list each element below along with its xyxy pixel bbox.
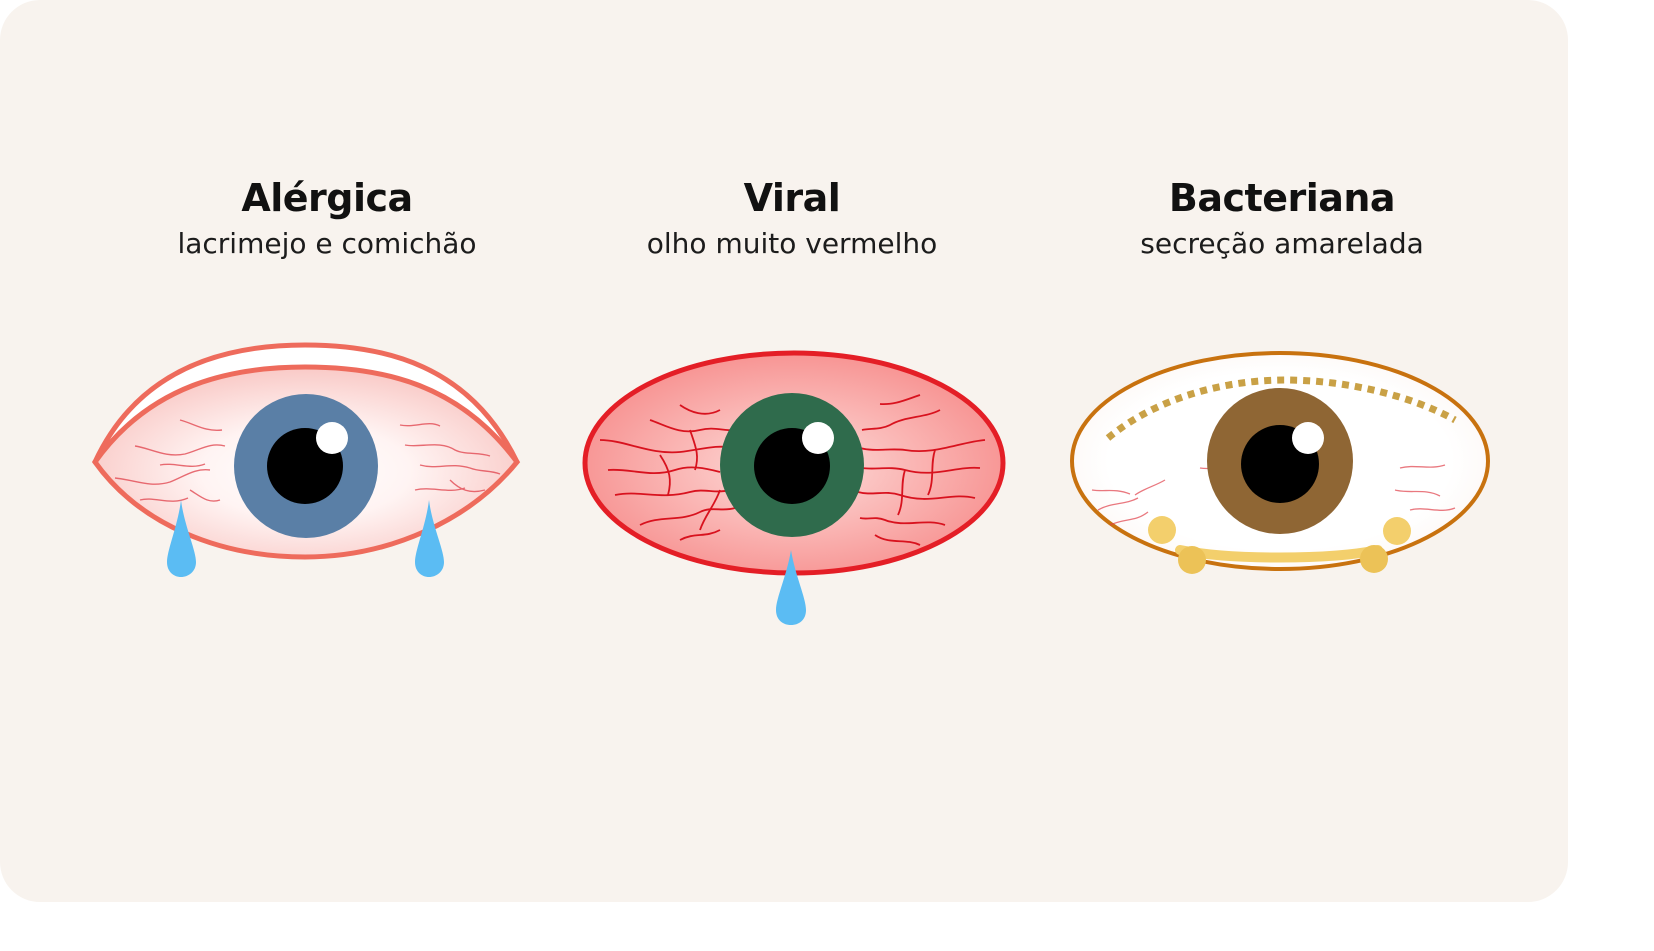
bacterial-eye-icon <box>1070 351 1490 574</box>
yellow-discharge-icon <box>1148 516 1411 574</box>
blood-vessels-icon <box>599 404 741 541</box>
panel-subtitle: lacrimejo e comichão <box>177 227 477 260</box>
panel-subtitle: secreção amarelada <box>1140 227 1424 260</box>
eye-illustrations <box>91 342 1490 625</box>
panel-title: Viral <box>743 176 841 220</box>
blood-vessels-icon <box>114 419 226 502</box>
blood-vessels-icon <box>1091 464 1456 526</box>
panel-title: Alérgica <box>241 176 413 220</box>
tear-drop-icon <box>167 500 196 577</box>
infographic-card: Alérgica lacrimejo e comichão Viral olho… <box>0 0 1568 902</box>
panel-alergica-heading: Alérgica lacrimejo e comichão <box>77 172 577 264</box>
allergic-eye-icon <box>91 342 521 577</box>
panel-title: Bacteriana <box>1168 176 1396 220</box>
viral-eye-icon <box>582 350 1006 625</box>
panel-subtitle: olho muito vermelho <box>646 227 938 260</box>
panel-bacteriana-heading: Bacteriana secreção amarelada <box>1032 172 1532 264</box>
tear-drop-icon <box>415 500 444 577</box>
panel-viral-heading: Viral olho muito vermelho <box>542 172 1042 264</box>
crusted-lashes-icon <box>1105 376 1457 441</box>
tear-drop-icon <box>776 550 806 625</box>
